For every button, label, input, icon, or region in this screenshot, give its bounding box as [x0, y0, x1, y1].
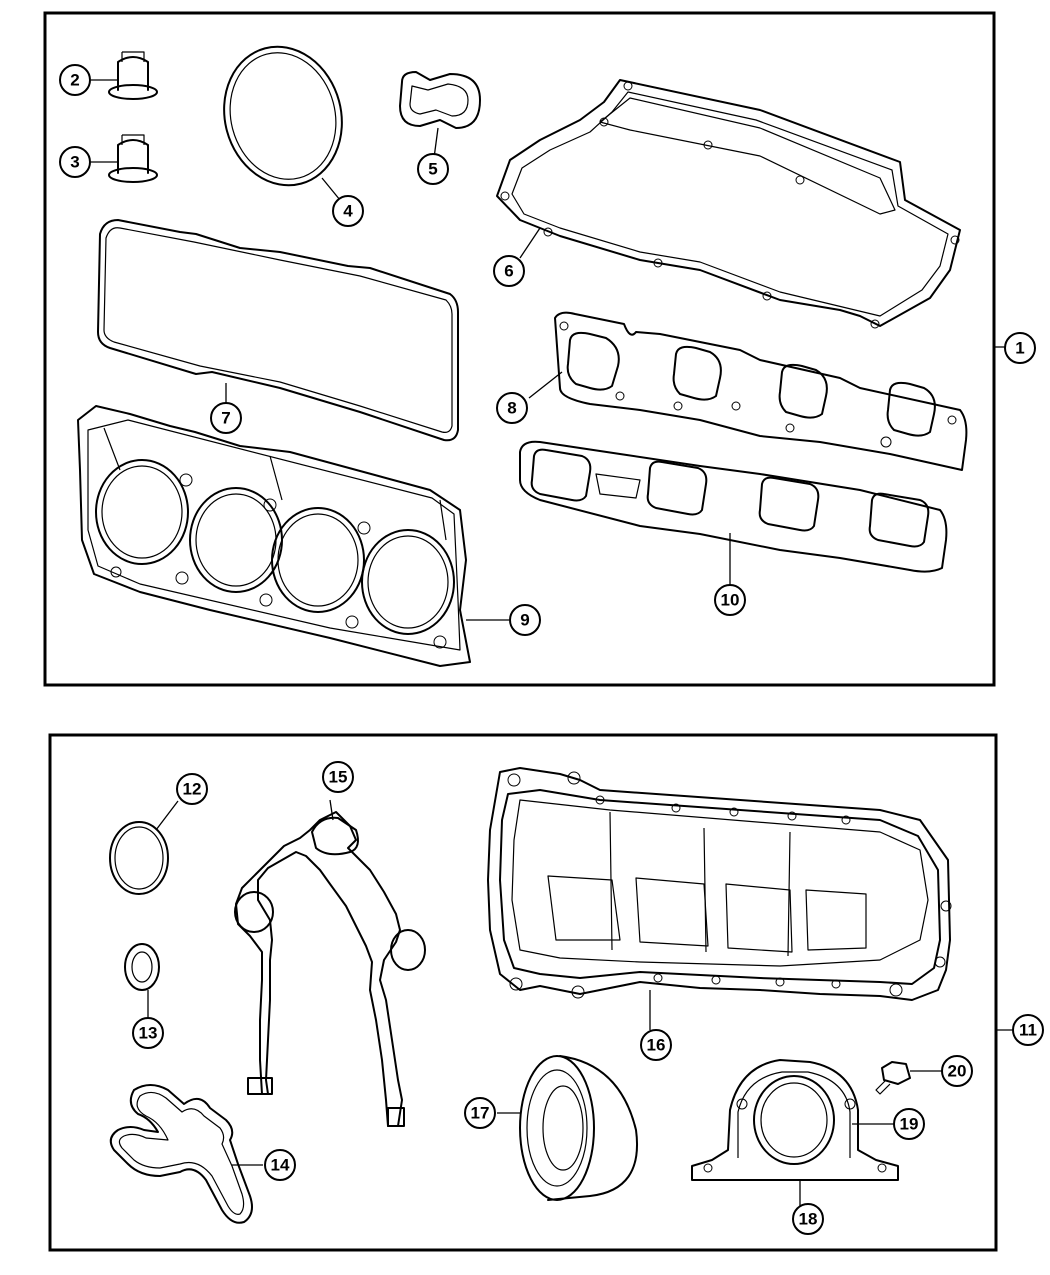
svg-text:17: 17	[471, 1104, 490, 1123]
svg-text:15: 15	[329, 768, 348, 787]
callout-11: 11	[1012, 1014, 1044, 1046]
svg-text:11: 11	[1019, 1021, 1037, 1040]
svg-text:12: 12	[183, 780, 202, 799]
valve-stem-seal-3	[91, 134, 158, 183]
callout-5: 5	[417, 153, 449, 185]
callout-19: 19	[893, 1108, 925, 1140]
svg-text:7: 7	[221, 409, 230, 428]
callout-17: 17	[464, 1097, 496, 1129]
svg-text:1: 1	[1015, 339, 1024, 358]
svg-text:18: 18	[799, 1210, 818, 1229]
callout-10: 10	[714, 584, 746, 616]
svg-text:9: 9	[520, 611, 529, 630]
callout-18: 18	[792, 1203, 824, 1235]
small-gasket-5	[399, 71, 481, 159]
oil-pan-gasket-16	[487, 767, 952, 1030]
lower-group-frame	[48, 733, 998, 1252]
callout-7: 7	[210, 402, 242, 434]
crankshaft-seal-17	[497, 1055, 638, 1201]
callout-8: 8	[496, 392, 528, 424]
bolt-20	[875, 1061, 942, 1095]
exhaust-gasket-8	[528, 311, 968, 471]
callout-4: 4	[332, 195, 364, 227]
callout-20: 20	[941, 1055, 973, 1087]
o-ring-gasket-4	[223, 45, 343, 201]
svg-text:14: 14	[271, 1156, 290, 1175]
svg-text:13: 13	[139, 1024, 158, 1043]
intake-gasket-6	[496, 79, 961, 329]
water-pump-gasket-14	[109, 1084, 263, 1224]
svg-text:6: 6	[504, 262, 513, 281]
callout-12: 12	[176, 773, 208, 805]
callout-13: 13	[132, 1017, 164, 1049]
svg-text:10: 10	[721, 591, 740, 610]
seal-13	[124, 943, 160, 1019]
callout-1: 1	[1004, 332, 1036, 364]
svg-text:3: 3	[70, 153, 79, 172]
svg-text:8: 8	[507, 399, 516, 418]
rear-seal-retainer-18	[691, 1059, 899, 1206]
svg-text:16: 16	[647, 1036, 666, 1055]
valve-cover-gasket-7	[97, 219, 459, 442]
callout-3: 3	[59, 146, 91, 178]
intake-port-gasket-10	[519, 440, 948, 586]
svg-text:4: 4	[343, 202, 353, 221]
callout-16: 16	[640, 1029, 672, 1061]
upper-group-frame	[43, 11, 996, 687]
head-gasket-9	[77, 405, 509, 667]
o-ring-12	[109, 800, 179, 895]
svg-text:19: 19	[900, 1115, 919, 1134]
callout-14: 14	[264, 1149, 296, 1181]
callout-6: 6	[493, 255, 525, 287]
callout-9: 9	[509, 604, 541, 636]
svg-text:2: 2	[70, 71, 79, 90]
svg-text:5: 5	[428, 160, 437, 179]
timing-cover-gasket-15	[234, 799, 426, 1127]
callout-15: 15	[322, 761, 354, 793]
valve-stem-seal-2	[91, 51, 158, 100]
callout-2: 2	[59, 64, 91, 96]
svg-text:20: 20	[948, 1062, 967, 1081]
